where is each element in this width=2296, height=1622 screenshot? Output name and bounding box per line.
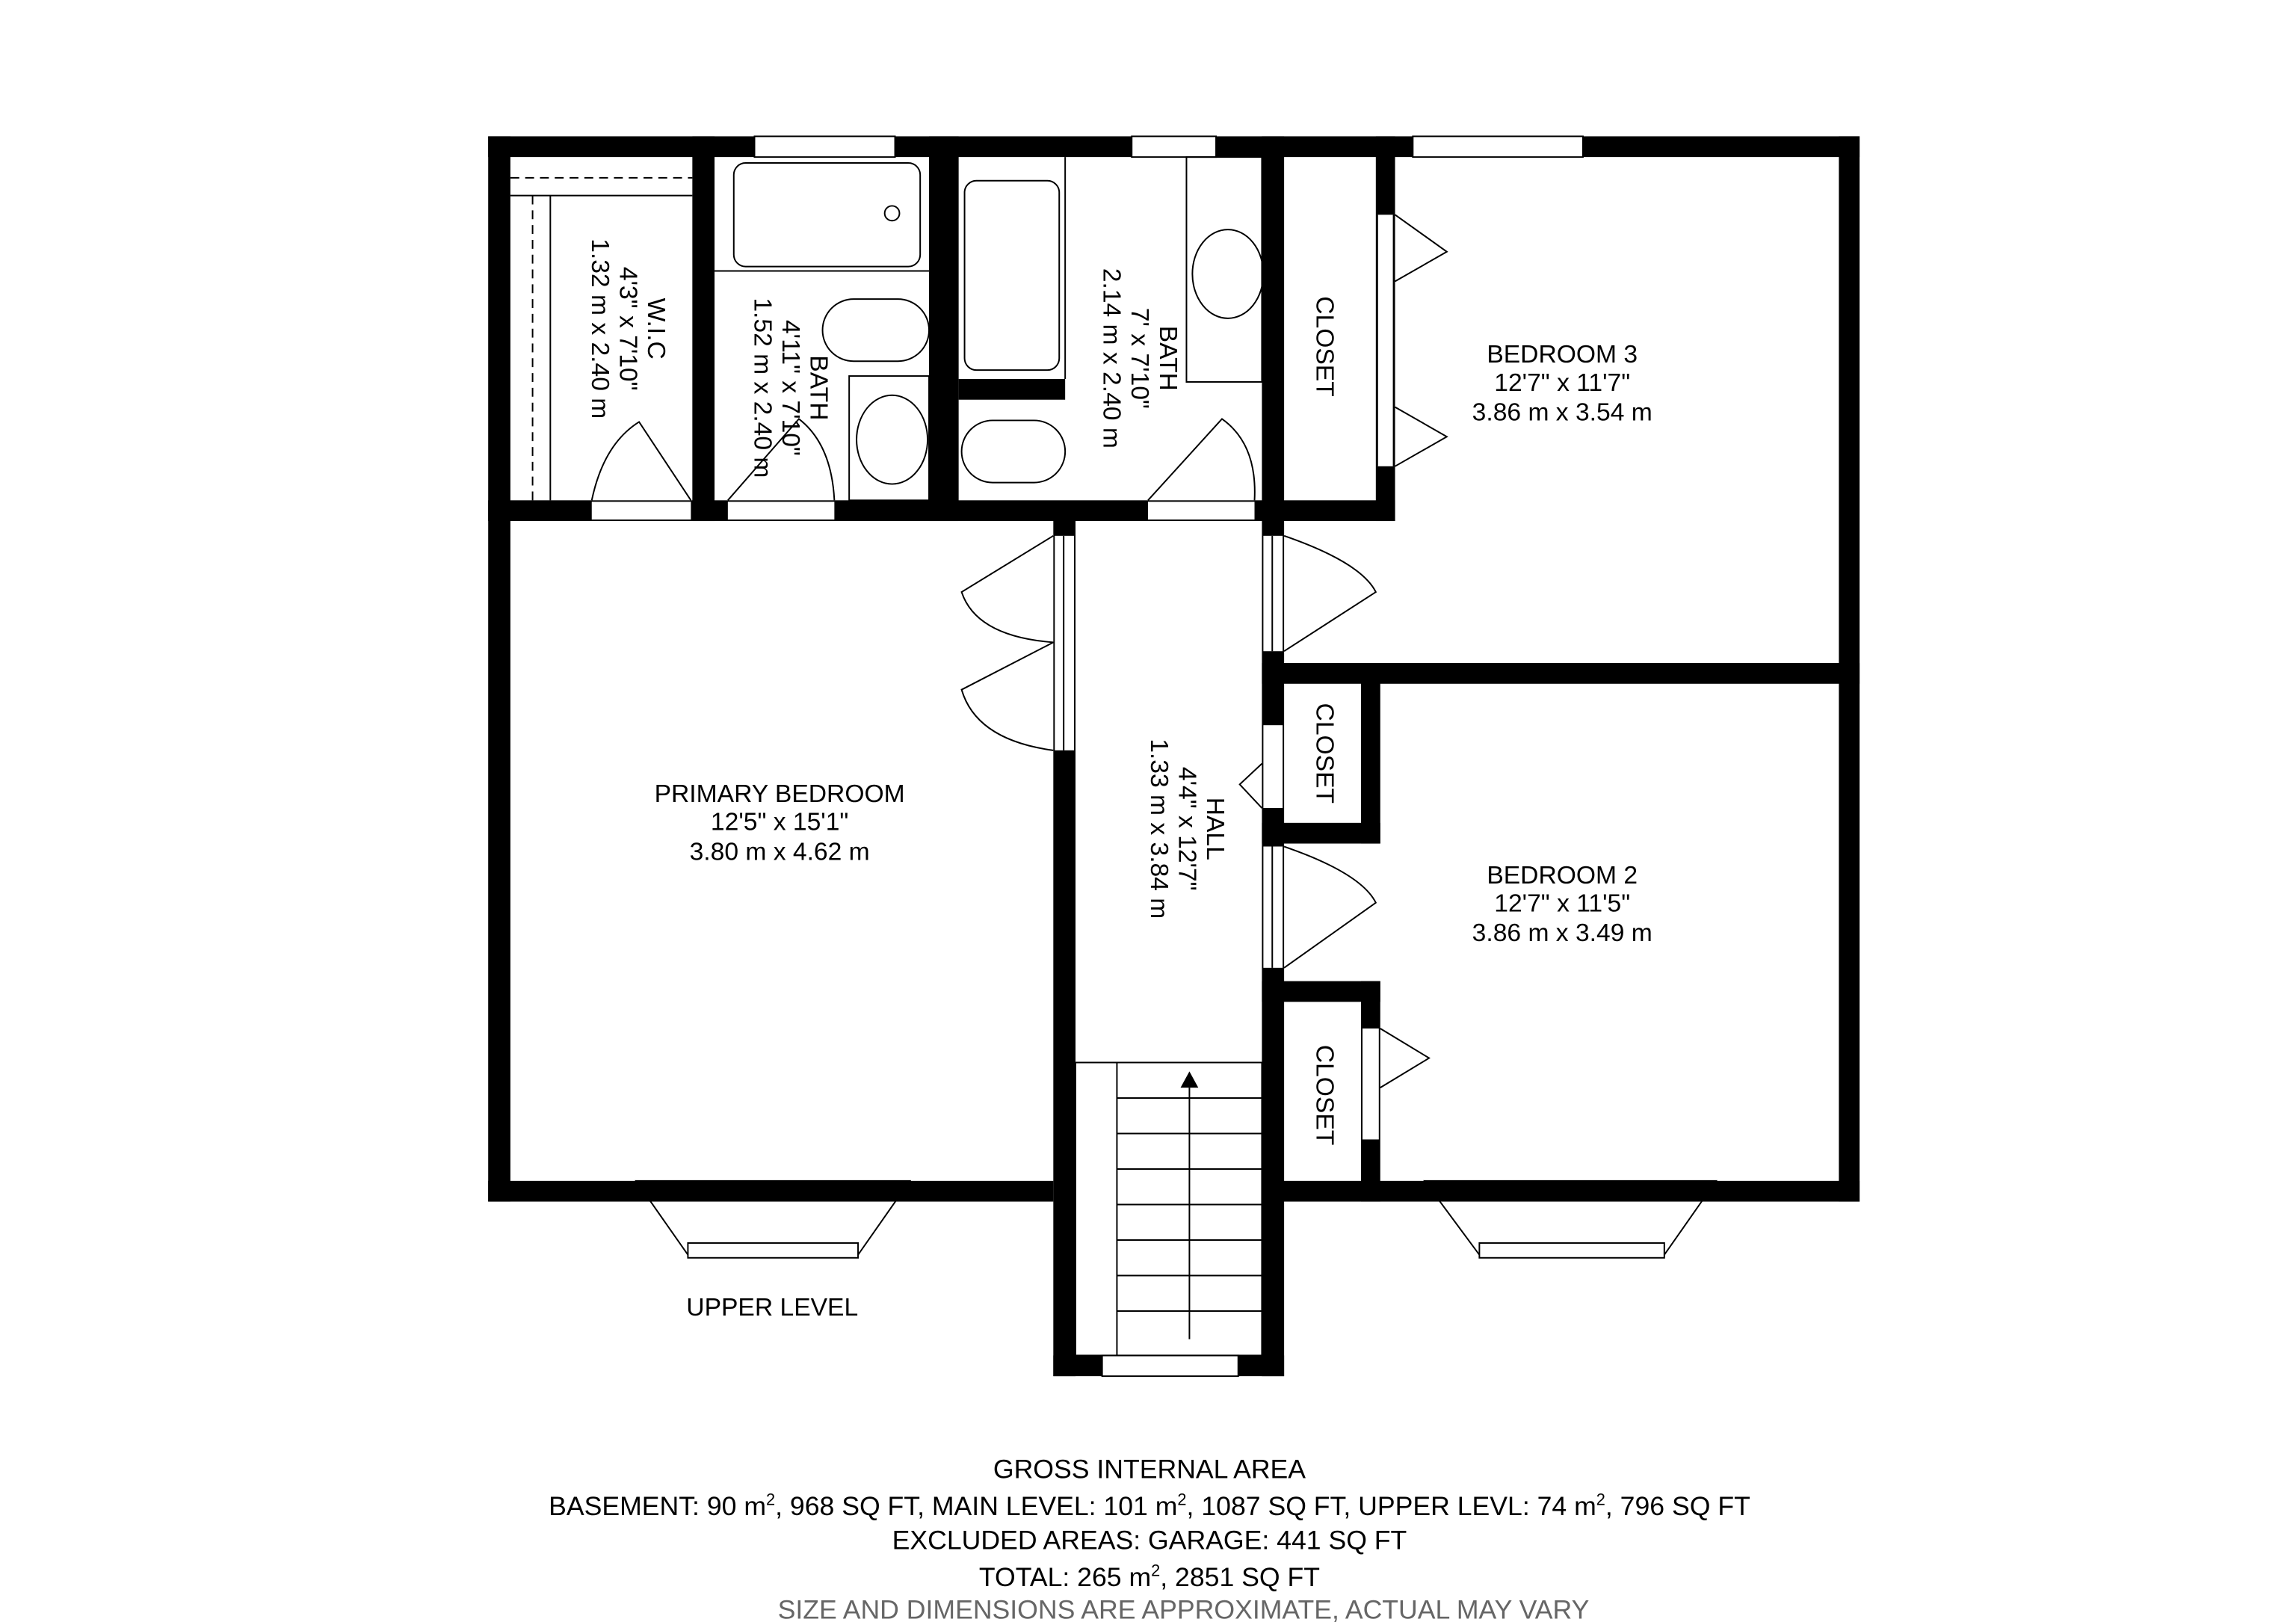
room-size-metric: 3.86 m x 3.54 m: [1472, 398, 1652, 426]
total-metric: TOTAL: 265 m: [979, 1562, 1151, 1592]
room-bedroom-3: BEDROOM 3 12'7" x 11'7" 3.86 m x 3.54 m: [1472, 341, 1652, 426]
superscript: 2: [1151, 1561, 1160, 1579]
total-area: TOTAL: 265 m2, 2851 SQ FT: [979, 1561, 1320, 1592]
room-hall: HALL 4'4" x 12'7" 1.33 m x 3.84 m: [1145, 738, 1229, 919]
room-bath-2: BATH 7' x 7'10" 2.14 m x 2.40 m: [1098, 268, 1182, 448]
room-name: BEDROOM 2: [1487, 862, 1638, 889]
room-name: BATH: [1154, 326, 1182, 391]
level-label: UPPER LEVEL: [686, 1294, 858, 1322]
room-size-metric: 1.52 m x 2.40 m: [748, 297, 776, 478]
room-name: W.I.C: [642, 298, 670, 360]
walls: [488, 136, 1860, 1377]
room-size-metric: 3.86 m x 3.49 m: [1472, 919, 1652, 947]
room-size-imperial: 7' x 7'10": [1126, 308, 1153, 409]
room-size-imperial: 12'5" x 15'1": [711, 809, 848, 836]
door-swings: [590, 214, 1448, 1088]
total-sqft: , 2851 SQ FT: [1160, 1562, 1320, 1592]
room-size-metric: 2.14 m x 2.40 m: [1098, 268, 1126, 448]
superscript: 2: [766, 1490, 775, 1508]
room-size-metric: 1.32 m x 2.40 m: [586, 238, 614, 419]
door-openings: [591, 215, 1395, 1140]
room-size-imperial: 12'7" x 11'7": [1494, 369, 1630, 397]
room-bath-1: BATH 4'11" x 7'10" 1.52 m x 2.40 m: [748, 297, 832, 478]
area-summary: GROSS INTERNAL AREA BASEMENT: 90 m2, 968…: [549, 1455, 1750, 1622]
room-size-metric: 3.80 m x 4.62 m: [690, 838, 870, 866]
summary-title: GROSS INTERNAL AREA: [993, 1455, 1306, 1484]
excluded-areas: EXCLUDED AREAS: GARAGE: 441 SQ FT: [892, 1526, 1407, 1555]
closet-low-label: CLOSET: [1311, 1045, 1339, 1146]
closet-top-label: CLOSET: [1311, 296, 1339, 397]
windows: [635, 135, 1718, 1378]
room-size-imperial: 4'4" x 12'7": [1173, 767, 1201, 891]
summary-levels: BASEMENT: 90 m2, 968 SQ FT, MAIN LEVEL: …: [549, 1490, 1750, 1521]
room-name: BATH: [805, 355, 833, 420]
room-size-imperial: 12'7" x 11'5": [1494, 890, 1630, 918]
room-bedroom-2: BEDROOM 2 12'7" x 11'5" 3.86 m x 3.49 m: [1472, 862, 1652, 947]
superscript: 2: [1596, 1490, 1605, 1508]
basement-area: BASEMENT: 90 m: [549, 1491, 766, 1521]
upper-level-sqft: , 796 SQ FT: [1605, 1491, 1750, 1521]
room-size-imperial: 4'3" x 7'10": [614, 267, 641, 391]
superscript: 2: [1177, 1490, 1186, 1508]
main-level-area: , 968 SQ FT, MAIN LEVEL: 101 m: [775, 1491, 1177, 1521]
closet-mid-label: CLOSET: [1311, 703, 1339, 804]
room-name: BEDROOM 3: [1487, 341, 1638, 369]
room-name: PRIMARY BEDROOM: [655, 780, 905, 808]
fixtures: [510, 156, 1265, 1357]
disclaimer: SIZE AND DIMENSIONS ARE APPROXIMATE, ACT…: [778, 1595, 1590, 1622]
room-size-metric: 1.33 m x 3.84 m: [1145, 738, 1173, 919]
room-primary-bedroom: PRIMARY BEDROOM 12'5" x 15'1" 3.80 m x 4…: [655, 780, 905, 866]
room-size-imperial: 4'11" x 7'10": [777, 320, 804, 456]
upper-level-area: , 1087 SQ FT, UPPER LEVL: 74 m: [1187, 1491, 1596, 1521]
stair-arrow-icon: [1180, 1071, 1199, 1088]
room-name: HALL: [1201, 798, 1229, 860]
room-wic: W.I.C 4'3" x 7'10" 1.32 m x 2.40 m: [586, 238, 670, 419]
